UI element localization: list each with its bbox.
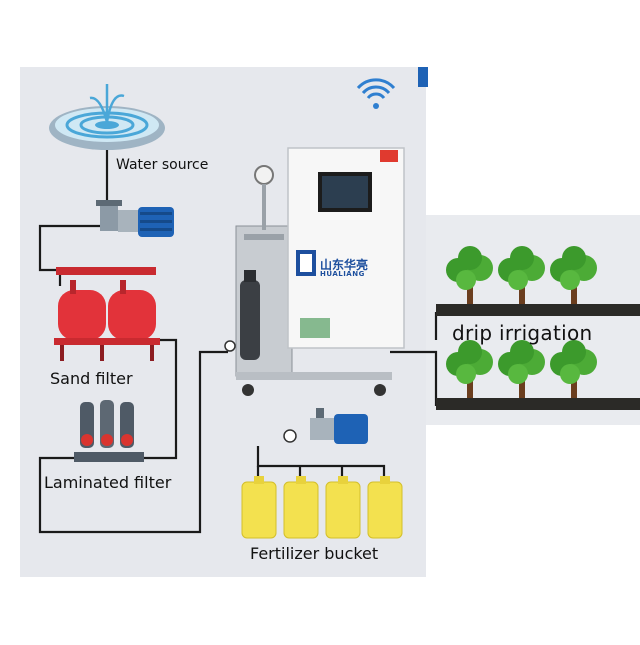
fertilizer-bucket-group [241, 476, 403, 539]
fertilizer-bucket-icon [367, 481, 403, 539]
drip-irrigation-label: drip irrigation [452, 321, 593, 345]
fertigation-machine [224, 147, 405, 396]
edge-marker [418, 67, 428, 87]
water-pump-icon [96, 200, 174, 237]
fertilizer-bucket-label: Fertilizer bucket [250, 544, 379, 563]
fertilizer-pump-icon [283, 408, 368, 444]
brand-name-english: HUALIANG [320, 270, 365, 278]
tree-icon [498, 246, 545, 304]
tree-icon [550, 246, 597, 304]
laminated-filter-icon [74, 400, 144, 462]
water-source-label: Water source [116, 157, 209, 173]
laminated-filter-label: Laminated filter [44, 473, 172, 492]
drip-panel [426, 215, 640, 425]
pipe-network [38, 150, 438, 534]
sand-filter-icon [54, 267, 160, 361]
tree-icon [498, 340, 545, 398]
fertilizer-bucket-icon [241, 481, 277, 539]
tree-icon [446, 340, 493, 398]
soil-row-bottom [436, 398, 640, 410]
wifi-icon [356, 78, 396, 109]
brand-name-chinese: 山东华亮 [320, 258, 369, 272]
tree-icon [446, 246, 493, 304]
soil-row-top [436, 304, 640, 316]
sand-filter-label: Sand filter [50, 369, 133, 388]
fountain-icon [49, 84, 165, 150]
fertilizer-bucket-icon [325, 481, 361, 539]
fertilizer-bucket-icon [283, 481, 319, 539]
tree-icon [550, 340, 597, 398]
